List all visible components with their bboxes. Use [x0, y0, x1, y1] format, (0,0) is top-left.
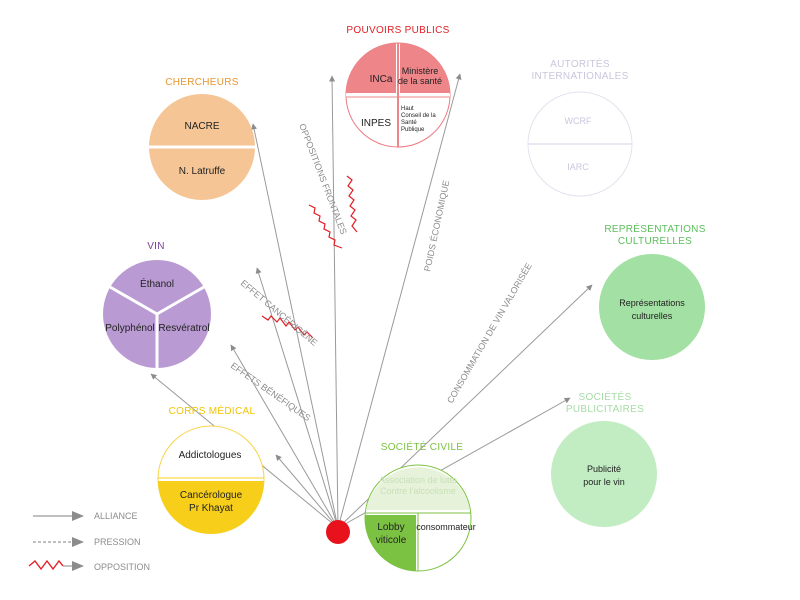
wcrf-label: WCRF	[565, 116, 592, 126]
lobby-segment	[364, 515, 416, 571]
polyphenol-label: Polyphénol	[105, 323, 154, 334]
cancerologue-segment	[158, 481, 264, 534]
publicite-label-2: pour le vin	[583, 477, 625, 487]
opposition-zigzags	[261, 175, 358, 339]
title-autorites-2: INTERNATIONALES	[531, 71, 628, 82]
consommateur-label: consommateur	[416, 522, 476, 532]
legend-opposition-zigzag	[28, 559, 64, 571]
group-chercheurs: CHERCHEURS NACRE N. Latruffe	[149, 77, 255, 200]
line-to-vin-ethanol	[255, 267, 339, 529]
group-autorites: AUTORITÉS INTERNATIONALES WCRF IARC	[527, 57, 633, 197]
representations-label-2: culturelles	[632, 311, 673, 321]
ministere-label-1: Ministère	[402, 66, 439, 76]
group-vin: VIN Éthanol Polyphénol Resvératrol	[103, 241, 211, 368]
latruffe-label: N. Latruffe	[179, 166, 226, 177]
legend: ALLIANCE PRESSION OPPOSITION	[28, 511, 150, 572]
legend-alliance-label: ALLIANCE	[94, 511, 138, 521]
ministere-segment	[400, 43, 450, 93]
resveratrol-label: Resvératrol	[158, 323, 209, 334]
cancerologue-label-1: Cancérologue	[180, 490, 243, 501]
addictologues-label: Addictologues	[179, 450, 242, 461]
representations-label-1: Représentations	[619, 298, 685, 308]
group-representations: REPRÉSENTATIONS CULTURELLES Représentati…	[599, 222, 705, 360]
label-poids-economique: POIDS ÉCONOMIQUE	[422, 179, 451, 272]
title-vin: VIN	[147, 241, 165, 252]
title-pouvoirs-publics: POUVOIRS PUBLICS	[346, 25, 449, 36]
label-oppositions-frontales: OPPOSITIONS FRONTALES	[297, 122, 349, 236]
ethanol-label: Éthanol	[140, 277, 174, 290]
line-to-vin-polyphenol	[230, 344, 339, 529]
title-chercheurs: CHERCHEURS	[165, 77, 239, 88]
haut-conseil-label-3: Santé	[401, 120, 417, 126]
publicite-label-1: Publicité	[587, 464, 621, 474]
group-corps-medical: CORPS MÉDICAL Addictologues Cancérologue…	[157, 404, 265, 534]
legend-opposition-label: OPPOSITION	[94, 562, 150, 572]
title-representations-1: REPRÉSENTATIONS	[604, 222, 705, 235]
legend-pression-label: PRESSION	[94, 537, 141, 547]
line-to-corps-medical	[275, 454, 339, 529]
line-to-pouvoirs-right	[337, 73, 462, 529]
title-corps-medical: CORPS MÉDICAL	[169, 404, 256, 417]
association-label-1: Association de lutte	[379, 475, 457, 485]
haut-conseil-label-1: Haut	[401, 106, 414, 112]
inpes-label: INPES	[361, 118, 391, 129]
line-to-chercheurs	[251, 123, 339, 529]
zigzag-cancerigene	[261, 315, 314, 339]
title-societes-pub-2: PUBLICITAIRES	[566, 404, 644, 415]
edge-labels: OPPOSITIONS FRONTALES POIDS ÉCONOMIQUE E…	[229, 122, 534, 423]
title-societe-civile: SOCIÉTÉ CIVILE	[381, 440, 464, 453]
association-segment	[366, 467, 470, 510]
zigzag-pouvoirs	[346, 175, 358, 233]
group-societe-civile: SOCIÉTÉ CIVILE Association de lutte Cont…	[364, 440, 476, 572]
line-to-pouvoirs-left	[329, 75, 339, 529]
haut-conseil-label-2: Conseil de la	[401, 113, 436, 119]
ministere-label-2: de la santé	[398, 76, 442, 86]
title-representations-2: CULTURELLES	[618, 236, 692, 247]
inca-segment	[346, 43, 396, 93]
group-societes-pub: SOCIÉTÉS PUBLICITAIRES Publicité pour le…	[551, 390, 657, 527]
title-societes-pub-1: SOCIÉTÉS	[579, 390, 632, 403]
haut-conseil-label-4: Publique	[401, 127, 425, 133]
lobby-label-1: Lobby	[377, 522, 404, 533]
association-label-2: Contre l'alcoolisme	[380, 486, 456, 496]
nacre-label: NACRE	[184, 121, 219, 132]
iarc-label: IARC	[567, 162, 589, 172]
title-autorites-1: AUTORITÉS	[550, 57, 610, 70]
central-hub	[326, 520, 350, 544]
zigzag-oppositions-frontales	[308, 204, 343, 249]
lobby-label-2: viticole	[376, 535, 407, 546]
inca-label: INCa	[370, 74, 393, 85]
cancerologue-label-2: Pr Khayat	[189, 503, 233, 514]
group-pouvoirs-publics: POUVOIRS PUBLICS INCa Ministère de la sa…	[345, 25, 451, 148]
